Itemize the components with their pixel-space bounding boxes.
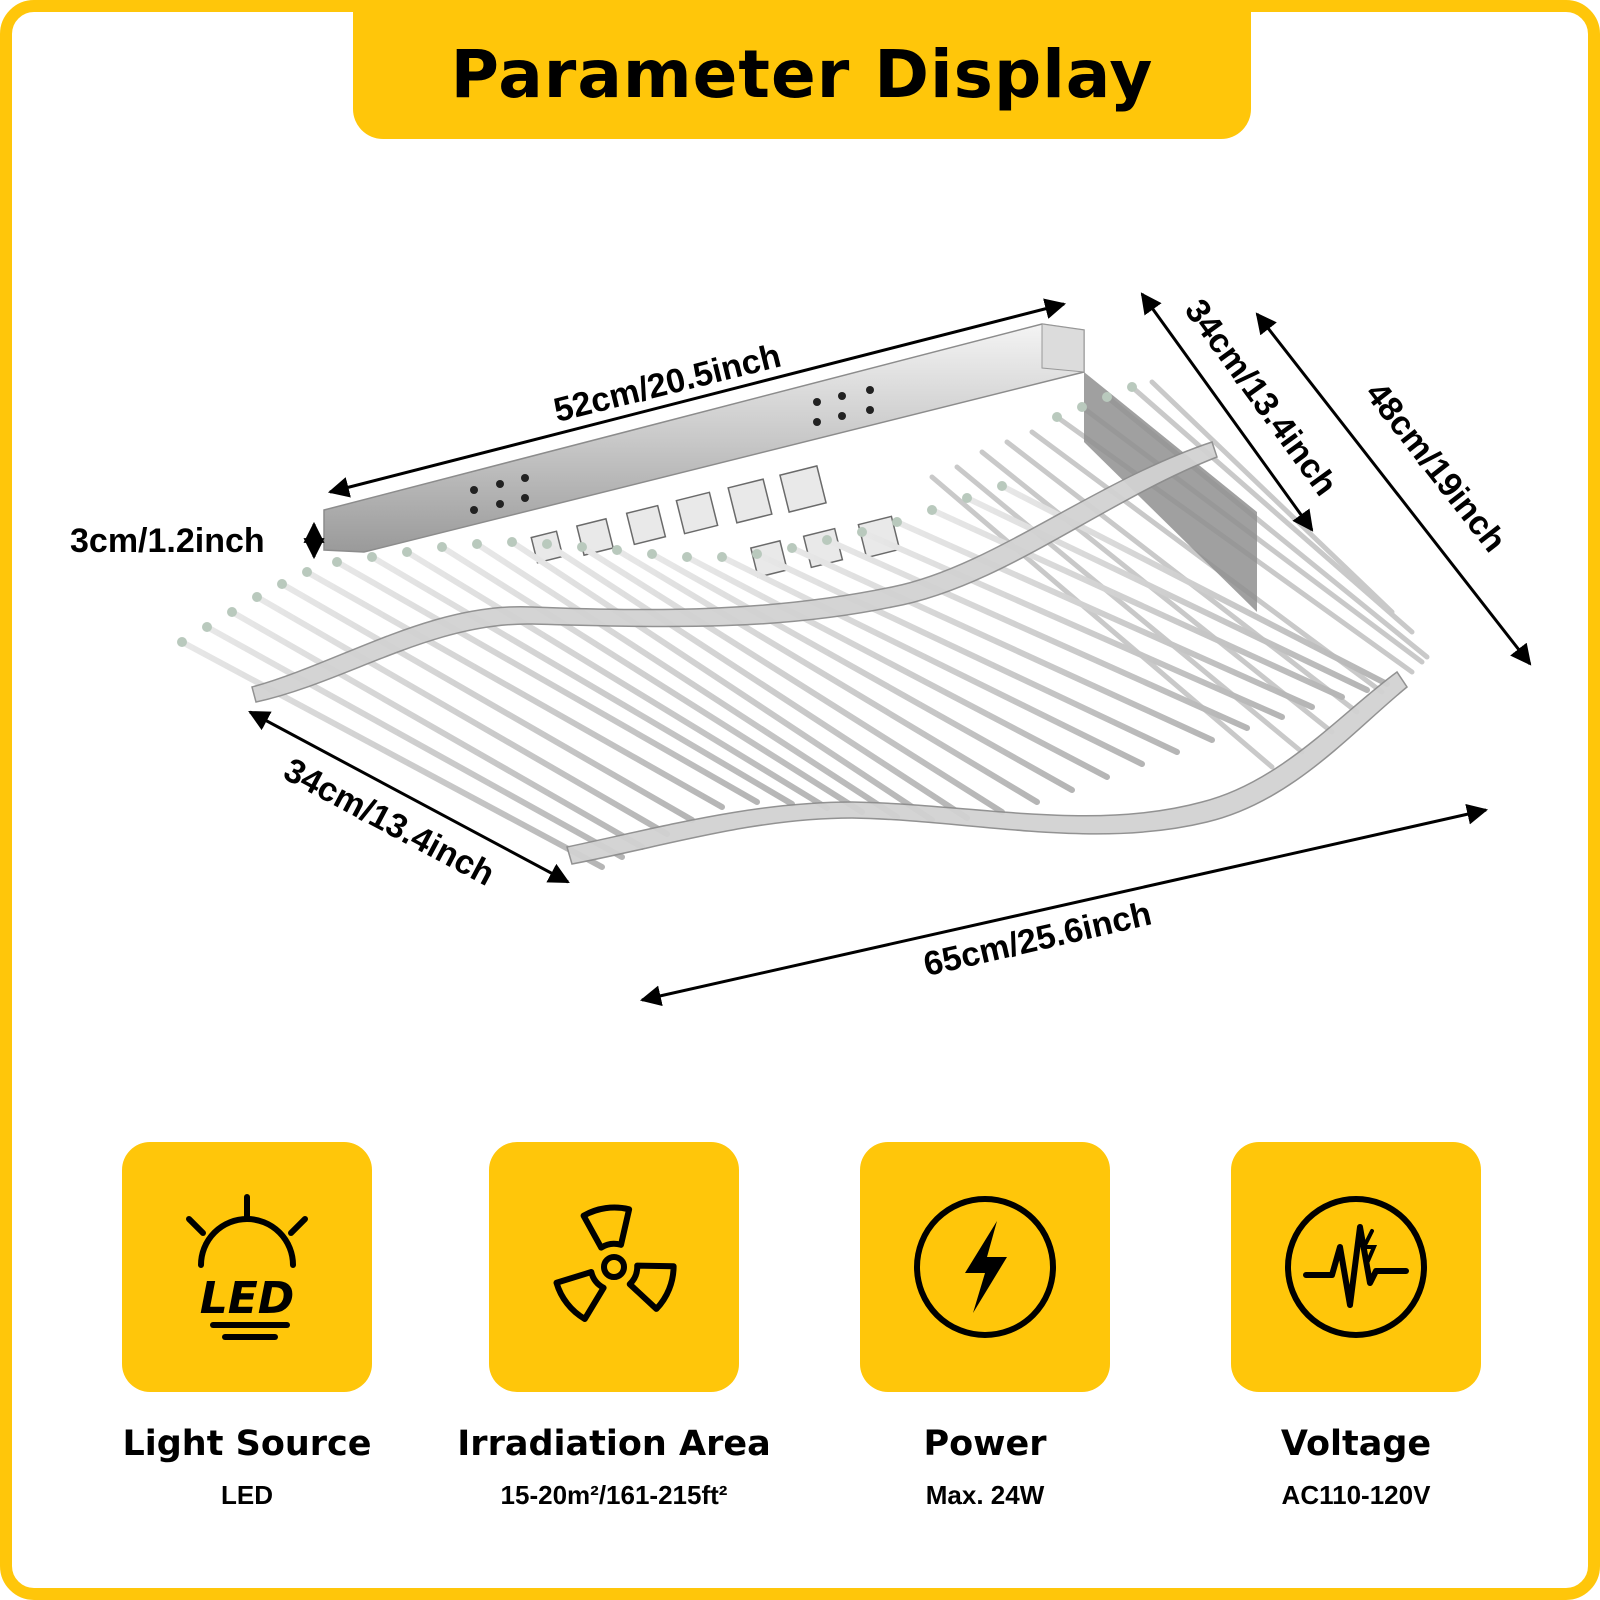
feature-title-power: Power xyxy=(923,1424,1047,1464)
dimension-arrows xyxy=(248,292,1532,1007)
lightning-bolt-icon xyxy=(914,1196,1056,1338)
product-dimension-diagram: 52cm/20.5inch 34cm/13.4inch 48cm/19inch … xyxy=(70,292,1532,1007)
feature-card-irradiation-area xyxy=(489,1142,739,1392)
voltage-wave-icon xyxy=(1285,1196,1427,1338)
dimension-right-depth-outer: 48cm/19inch xyxy=(1358,375,1514,559)
led-icon-text: LED xyxy=(200,1273,295,1324)
header-banner: Parameter Display xyxy=(353,12,1251,139)
feature-value-irradiation-area: 15-20m²/161-215ft² xyxy=(500,1480,728,1510)
feature-title-irradiation-area: Irradiation Area xyxy=(457,1424,771,1464)
feature-value-power: Max. 24W xyxy=(925,1480,1045,1510)
feature-card-power xyxy=(860,1142,1110,1392)
feature-value-light-source: LED xyxy=(221,1480,273,1510)
radiation-icon xyxy=(553,1204,677,1322)
feature-card-voltage xyxy=(1231,1142,1481,1392)
dimension-bottom-length: 65cm/25.6inch xyxy=(920,895,1155,984)
feature-card-light-source: LED xyxy=(122,1142,372,1392)
page-title: Parameter Display xyxy=(450,36,1154,113)
dimension-height: 3cm/1.2inch xyxy=(70,522,265,560)
feature-value-voltage: AC110-120V xyxy=(1281,1480,1431,1510)
feature-title-light-source: Light Source xyxy=(122,1424,372,1464)
led-icon: LED xyxy=(186,1194,308,1340)
feature-title-voltage: Voltage xyxy=(1280,1424,1432,1464)
